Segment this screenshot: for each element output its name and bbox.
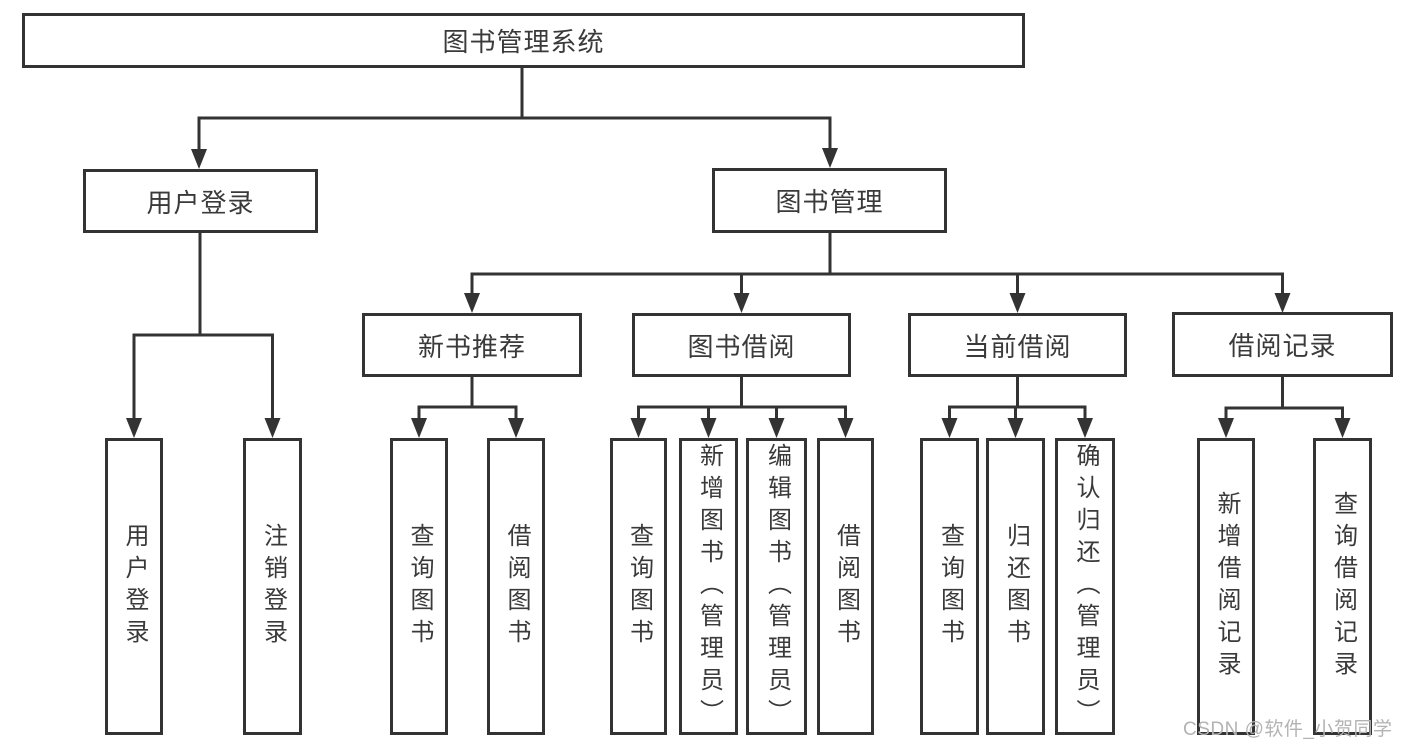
leaf-borrow-books: 借阅图书 (817, 438, 874, 735)
leaf-recommend-query-books: 查询图书 (390, 438, 448, 735)
node-label: 归还图书 (1002, 522, 1030, 651)
node-label: 新增图书（管理员） (695, 442, 723, 731)
leaf-borrow-query-books: 查询图书 (610, 438, 667, 735)
node-label: 注销登录 (259, 522, 287, 651)
node-borrowing-records: 借阅记录 (1172, 312, 1393, 377)
leaf-confirm-return-admin: 确认归还（管理员） (1055, 438, 1115, 735)
node-new-book-recommendation: 新书推荐 (362, 313, 582, 377)
leaf-edit-books-admin: 编辑图书（管理员） (746, 438, 807, 735)
leaf-user-login: 用户登录 (105, 438, 163, 735)
node-label: 图书管理 (775, 187, 884, 217)
node-label: 借阅记录 (1228, 331, 1337, 361)
node-label: 借阅图书 (832, 522, 860, 651)
node-user-login: 用户登录 (83, 169, 318, 233)
node-label: 用户登录 (121, 522, 148, 651)
node-label: 图书管理系统 (442, 27, 605, 57)
leaf-query-borrow-record: 查询借阅记录 (1313, 438, 1372, 735)
leaf-current-query-books: 查询图书 (920, 438, 979, 735)
node-label: 查询图书 (625, 522, 653, 651)
node-label: 图书借阅 (687, 331, 796, 362)
node-label: 编辑图书（管理员） (763, 442, 791, 731)
node-label: 查询借阅记录 (1329, 490, 1357, 683)
node-library-management-system: 图书管理系统 (22, 13, 1025, 68)
csdn-watermark: CSDN @软件_小贺同学 (1183, 719, 1393, 740)
leaf-return-books: 归还图书 (986, 438, 1045, 735)
node-label: 查询图书 (406, 522, 433, 651)
leaf-logout-login: 注销登录 (243, 438, 302, 735)
leaf-recommend-borrow-books: 借阅图书 (487, 438, 545, 735)
leaf-add-borrow-record: 新增借阅记录 (1197, 438, 1255, 735)
leaf-add-books-admin: 新增图书（管理员） (679, 438, 738, 735)
node-current-borrowing: 当前借阅 (908, 313, 1127, 377)
node-label: 新书推荐 (417, 331, 526, 362)
node-label: 用户登录 (146, 187, 255, 218)
node-book-borrowing: 图书借阅 (632, 313, 851, 377)
node-label: 借阅图书 (503, 522, 530, 651)
node-label: 新增借阅记录 (1213, 490, 1240, 683)
node-label: 确认归还（管理员） (1072, 442, 1099, 731)
node-book-management: 图书管理 (712, 168, 947, 233)
node-label: 查询图书 (936, 522, 964, 651)
node-label: 当前借阅 (963, 331, 1072, 362)
